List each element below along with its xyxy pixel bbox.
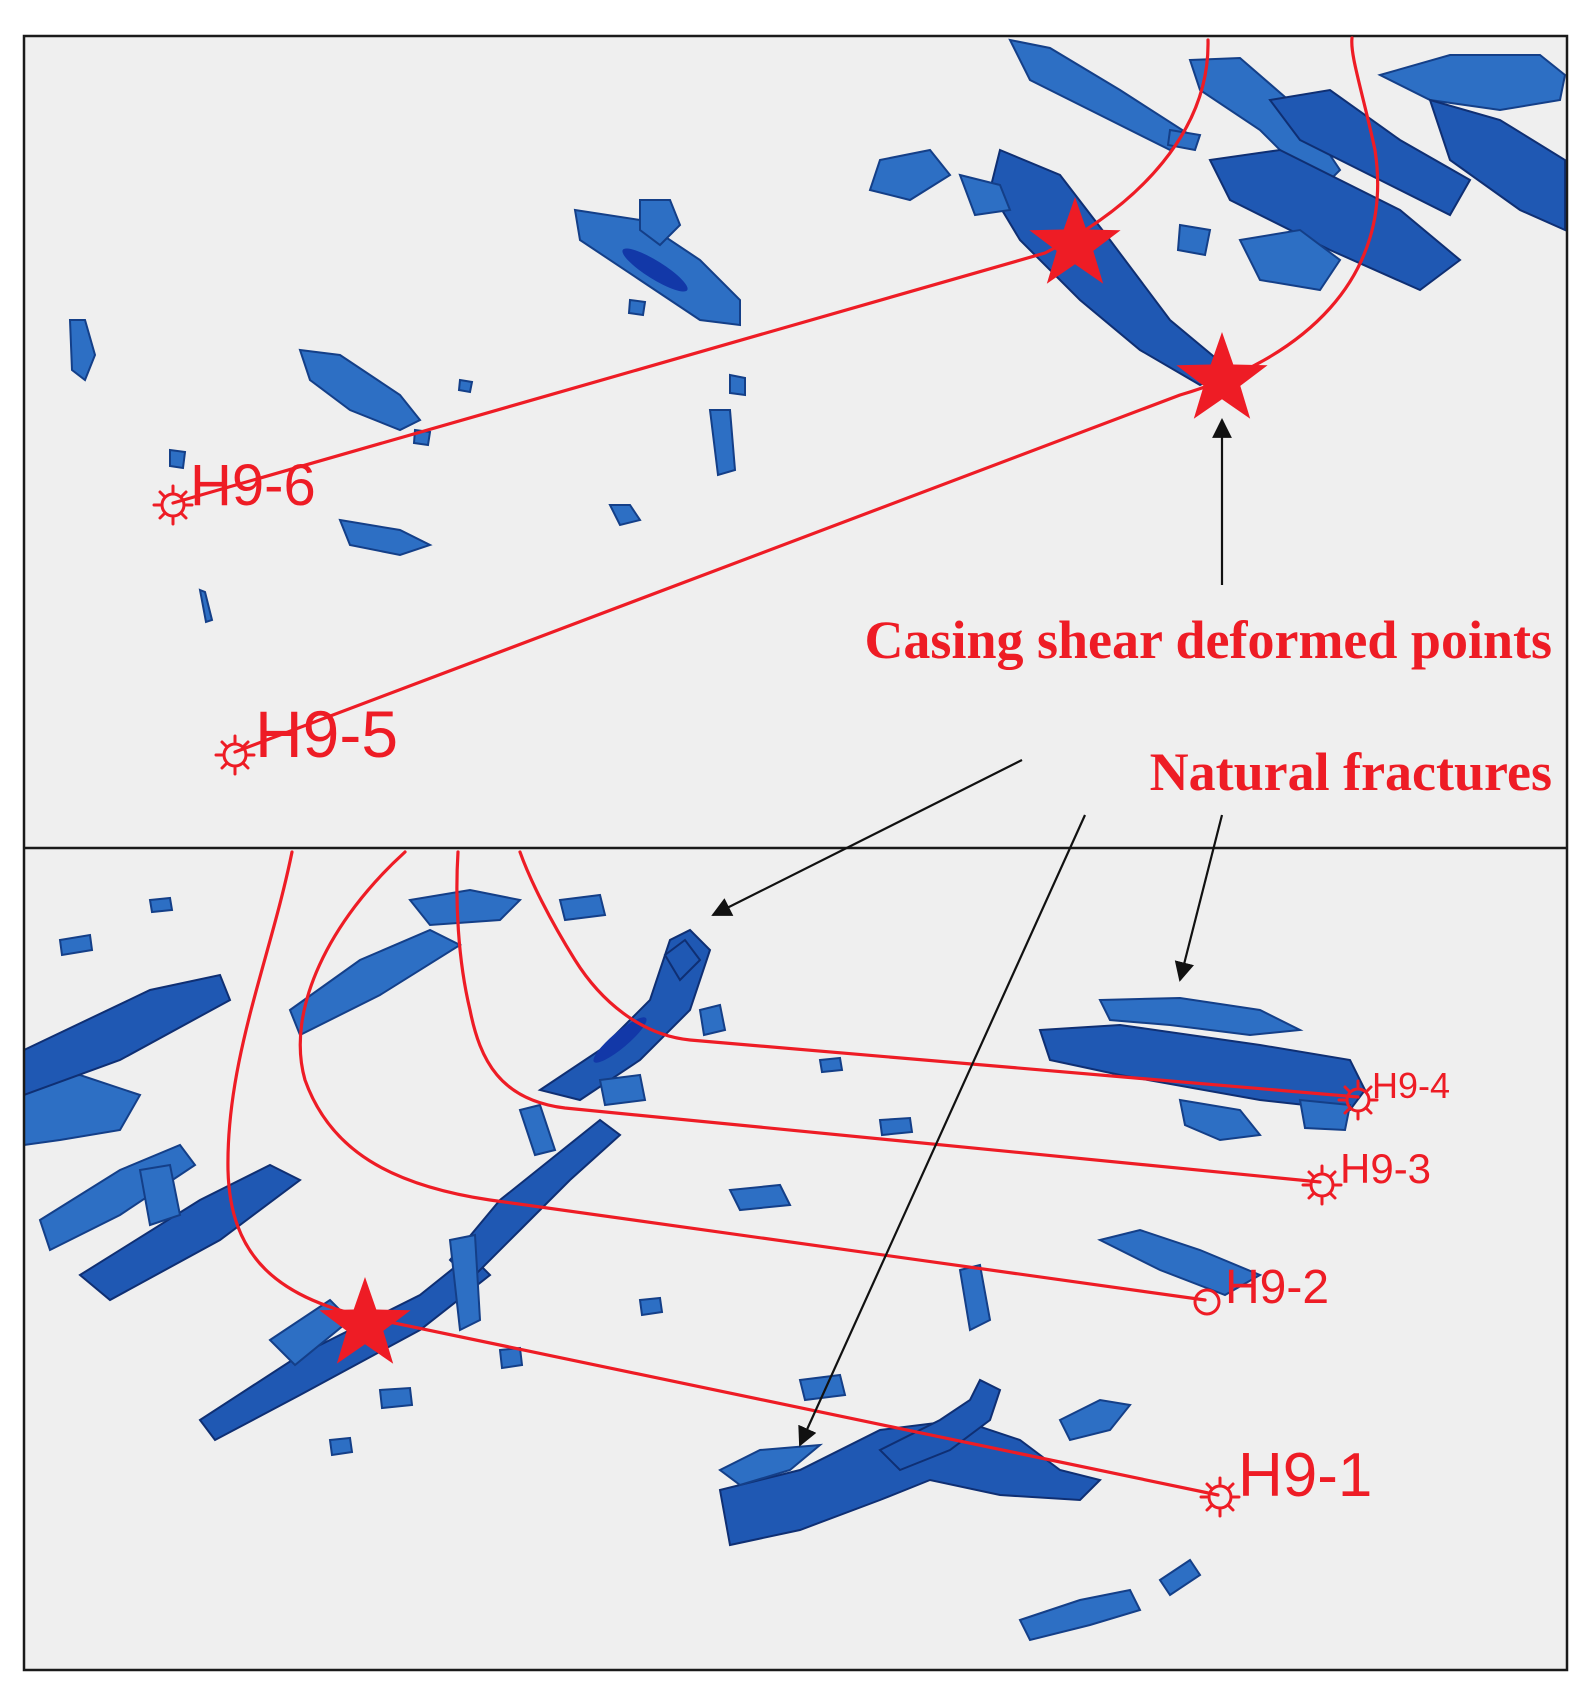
natural-fractures-label: Natural fractures [1150, 742, 1552, 802]
well-trajectory-h9-4 [518, 850, 1360, 1099]
arrow-natural-fracture-3 [1174, 814, 1224, 982]
casing-shear-label: Casing shear deformed points [864, 610, 1552, 670]
figure-frame [22, 34, 1569, 1672]
well-trajectory-h9-3 [455, 850, 1322, 1184]
well-trajectory-h9-1 [226, 850, 1220, 1497]
well-label-h9-3: H9-3 [1340, 1145, 1431, 1192]
arrow-natural-fracture-2 [798, 814, 1087, 1447]
well-trajectory-h9-2 [298, 850, 1207, 1302]
wellhead-icon [1337, 1079, 1379, 1121]
bottom-panel-background [24, 848, 1567, 1670]
well-label-h9-4: H9-4 [1372, 1065, 1450, 1106]
well-label-h9-6: H9-6 [190, 453, 316, 518]
wellhead-icon [152, 484, 194, 526]
well-label-h9-5: H9-5 [255, 697, 398, 771]
bottom-panel-wells [226, 850, 1360, 1497]
well-label-h9-1: H9-1 [1238, 1441, 1372, 1510]
arrow-natural-fracture-1 [711, 759, 1023, 916]
wellhead-icon [1301, 1164, 1343, 1206]
wellhead-icon [1193, 1288, 1221, 1316]
wellhead-icon [1199, 1476, 1241, 1518]
well-label-h9-2: H9-2 [1225, 1261, 1329, 1314]
bottom-panel-fractures [23, 888, 1367, 1642]
wellhead-icon [214, 734, 256, 776]
top-panel-fractures [68, 38, 1567, 624]
